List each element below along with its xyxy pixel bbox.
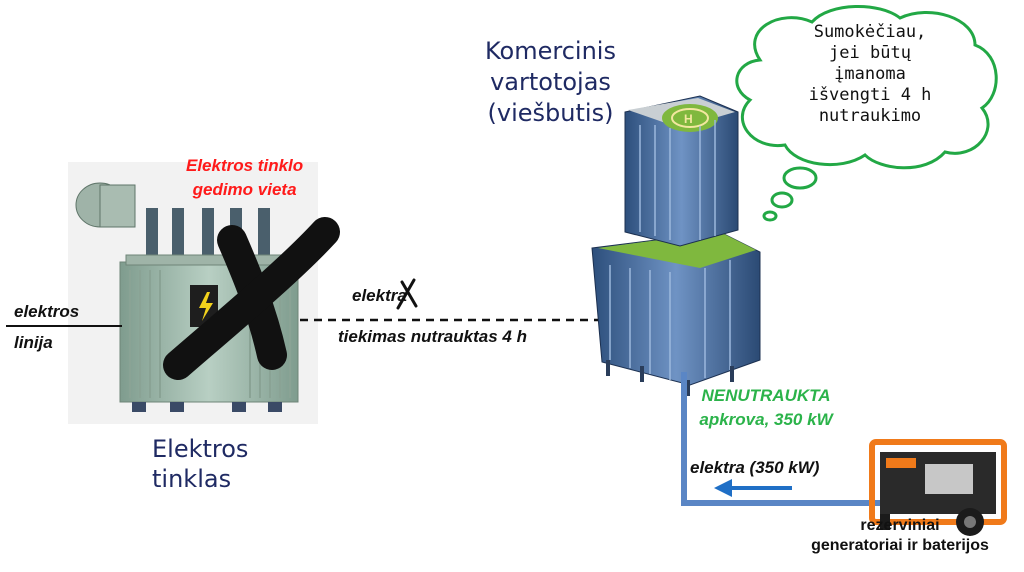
thought-cloud bbox=[735, 4, 998, 222]
flow-arrow bbox=[714, 479, 792, 497]
svg-text:H: H bbox=[684, 112, 693, 126]
backup-feed-line bbox=[681, 372, 880, 506]
grid-title: Elektros tinklas bbox=[152, 434, 248, 494]
backup-sources-label: rezerviniai generatoriai ir baterijos bbox=[780, 516, 1020, 556]
power-line-label-bottom: linija bbox=[14, 333, 53, 352]
fault-location-label: Elektros tinklo gedimo vieta bbox=[186, 154, 303, 202]
thought-line5: nutraukimo bbox=[818, 106, 922, 126]
thought-text: Sumokėčiau, jei būtų įmanoma išvengti 4 … bbox=[770, 22, 970, 127]
uninterrupted-load-label: NENUTRAUKTA apkrova, 350 kW bbox=[686, 384, 846, 432]
consumer-title: Komercinis vartotojas (viešbutis) bbox=[483, 36, 618, 129]
strike-mark bbox=[396, 278, 418, 310]
consumer-title-line3: (viešbutis) bbox=[487, 99, 614, 127]
thought-line1: Sumokėčiau, bbox=[813, 22, 927, 42]
thought-line2: jei būtų bbox=[829, 43, 911, 63]
grid-title-line2: tinklas bbox=[152, 465, 232, 493]
generator-image bbox=[869, 439, 1007, 536]
fault-x-mark bbox=[163, 217, 340, 380]
thought-line4: išvengti 4 h bbox=[808, 85, 932, 105]
backup-line2: generatoriai ir baterijos bbox=[811, 537, 989, 554]
fault-label-line1: Elektros tinklo bbox=[186, 156, 304, 175]
fault-label-line2: gedimo vieta bbox=[192, 180, 297, 199]
load-line2: apkrova, 350 kW bbox=[699, 410, 833, 429]
grid-title-line1: Elektros bbox=[152, 435, 249, 463]
crossed-electricity-label: elektra bbox=[352, 286, 407, 305]
consumer-title-line2: vartotojas bbox=[490, 68, 611, 96]
hotel-building-image: H bbox=[591, 95, 761, 396]
thought-line3: įmanoma bbox=[834, 64, 906, 84]
supply-interrupted-label: tiekimas nutrauktas 4 h bbox=[338, 327, 527, 346]
backup-flow-label: elektra (350 kW) bbox=[690, 458, 820, 477]
power-line-label-top: elektros bbox=[14, 302, 80, 321]
consumer-title-line1: Komercinis bbox=[485, 37, 616, 65]
load-line1: NENUTRAUKTA bbox=[701, 386, 831, 405]
backup-line1: rezerviniai bbox=[860, 517, 940, 534]
